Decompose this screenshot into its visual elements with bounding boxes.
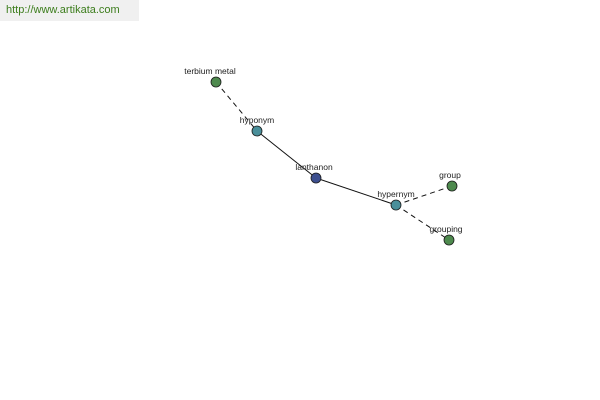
node-label-hyponym: hyponym <box>240 115 275 125</box>
edge-hypernym-grouping <box>395 204 450 241</box>
edge-center-hypernym <box>315 177 397 206</box>
node-group[interactable]: group <box>439 170 461 192</box>
nodes-layer: terbium metal hyponym lanthanon hypernym gro… <box>184 66 463 246</box>
node-circle-hyponym[interactable] <box>251 125 263 137</box>
url-link[interactable]: http://www.artikata.com <box>6 4 120 16</box>
node-circle-hypernym[interactable] <box>390 199 402 211</box>
url-banner[interactable]: http://www.artikata.com <box>0 0 139 21</box>
edge-hypernym-group <box>395 185 453 206</box>
node-center[interactable]: lanthanon <box>295 162 333 184</box>
edge-terbium-hyponym <box>215 81 258 132</box>
node-label-grouping: grouping <box>429 224 462 234</box>
edge-hyponym-center <box>256 130 317 179</box>
node-label-group: group <box>439 170 461 180</box>
node-hyponym[interactable]: hyponym <box>240 115 275 137</box>
node-circle-grouping[interactable] <box>443 234 455 246</box>
node-label-hypernym: hypernym <box>377 189 414 199</box>
node-label-center: lanthanon <box>295 162 333 172</box>
node-circle-terbium[interactable] <box>210 76 222 88</box>
node-circle-group[interactable] <box>446 180 458 192</box>
node-label-terbium: terbium metal <box>184 66 236 76</box>
node-terbium[interactable]: terbium metal <box>184 66 236 88</box>
node-hypernym[interactable]: hypernym <box>377 189 415 211</box>
edges-layer <box>215 81 453 241</box>
node-circle-center[interactable] <box>310 172 322 184</box>
node-grouping[interactable]: grouping <box>429 224 463 246</box>
